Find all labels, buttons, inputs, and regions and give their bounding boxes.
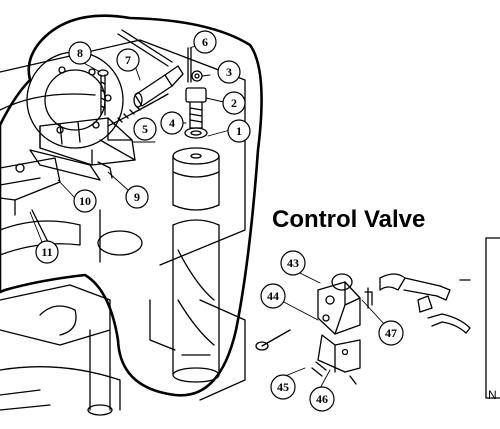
callout-45: 45 bbox=[270, 374, 296, 400]
svg-text:47: 47 bbox=[385, 326, 397, 340]
svg-text:44: 44 bbox=[267, 289, 279, 303]
callout-7: 7 bbox=[116, 48, 140, 72]
callout-46: 46 bbox=[309, 386, 335, 412]
machine-base-plate bbox=[0, 39, 246, 416]
svg-text:8: 8 bbox=[77, 46, 83, 60]
edge-label: N bbox=[488, 388, 497, 402]
svg-text:5: 5 bbox=[142, 122, 148, 136]
diagram-title: Control Valve bbox=[272, 206, 425, 233]
control-valve-assembly bbox=[255, 273, 471, 385]
part-1-tube bbox=[172, 147, 220, 383]
callout-9: 9 bbox=[125, 185, 149, 209]
svg-text:10: 10 bbox=[79, 194, 91, 208]
callout-11: 11 bbox=[35, 240, 59, 264]
washer bbox=[184, 127, 208, 139]
callout-43: 43 bbox=[280, 250, 306, 276]
callout-5: 5 bbox=[133, 117, 157, 141]
callout-10: 10 bbox=[73, 189, 97, 213]
highlight-outline bbox=[0, 14, 263, 397]
svg-text:4: 4 bbox=[169, 116, 175, 130]
svg-text:3: 3 bbox=[226, 65, 232, 79]
callout-markers: 1 2 3 4 5 6 7 8 9 10 11 43 44 45 46 47 bbox=[35, 30, 404, 412]
svg-text:7: 7 bbox=[125, 53, 131, 67]
svg-text:45: 45 bbox=[277, 380, 289, 394]
part-3-nut bbox=[191, 70, 203, 82]
callout-8: 8 bbox=[68, 41, 92, 65]
svg-text:46: 46 bbox=[316, 392, 328, 406]
part-9-bracket bbox=[29, 117, 136, 181]
svg-text:1: 1 bbox=[236, 124, 242, 138]
callout-2: 2 bbox=[222, 91, 246, 115]
edge-box bbox=[485, 237, 500, 399]
svg-text:2: 2 bbox=[231, 96, 237, 110]
svg-text:43: 43 bbox=[287, 256, 299, 270]
svg-text:9: 9 bbox=[134, 190, 140, 204]
callout-3: 3 bbox=[217, 60, 241, 84]
svg-text:6: 6 bbox=[202, 35, 208, 49]
callout-1: 1 bbox=[227, 119, 251, 143]
svg-text:11: 11 bbox=[41, 245, 52, 259]
part-8-screw bbox=[97, 69, 109, 116]
callout-47: 47 bbox=[378, 320, 404, 346]
part-2-bolt bbox=[185, 87, 207, 129]
callout-6: 6 bbox=[193, 30, 217, 54]
callout-44: 44 bbox=[260, 283, 286, 309]
part-6-pin bbox=[187, 47, 192, 83]
callout-4: 4 bbox=[160, 111, 184, 135]
